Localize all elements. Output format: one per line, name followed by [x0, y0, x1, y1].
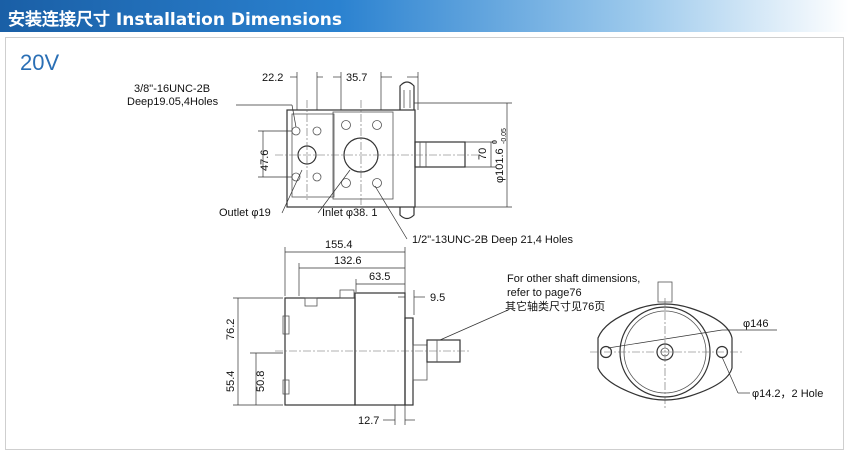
- note-line3: 其它轴类尺寸见76页: [505, 299, 605, 313]
- note-line1: For other shaft dimensions,: [507, 273, 640, 285]
- pump-body-outline: [286, 109, 416, 208]
- inlet-label: Inlet φ38. 1: [322, 207, 377, 219]
- thread-top-line2: Deep19.05,4Holes: [127, 96, 219, 108]
- thread-bottom-label: 1/2"-13UNC-2B Deep 21,4 Holes: [412, 234, 574, 246]
- note-line2: refer to page76: [507, 287, 582, 299]
- section-title: 安装连接尺寸 Installation Dimensions: [8, 10, 342, 30]
- dim-22-2: 22.2: [262, 72, 283, 84]
- dim-12-7: 12.7: [358, 415, 379, 427]
- dim-50-8: 50.8: [255, 371, 267, 392]
- side-view: [233, 247, 509, 425]
- dim-55-4: 55.4: [225, 371, 237, 392]
- pump-side-body: [284, 297, 356, 406]
- drawing-frame: [5, 37, 844, 450]
- dim-47-6: 47.6: [259, 150, 271, 171]
- dim-132-6: 132.6: [334, 255, 362, 267]
- dim-146: φ146: [743, 318, 769, 330]
- tol-lower: -0.05: [501, 128, 508, 144]
- dim-holes: φ14.2，2 Hole: [752, 388, 823, 400]
- top-view: [236, 72, 512, 240]
- dim-9-5: 9.5: [430, 292, 445, 304]
- dim-101-6: φ101.6: [494, 148, 506, 183]
- dim-35-7: 35.7: [346, 72, 367, 84]
- flange-view: [590, 281, 777, 408]
- outlet-label: Outlet φ19: [219, 207, 271, 219]
- dim-76-2: 76.2: [225, 319, 237, 340]
- model-label: 20V: [20, 50, 60, 75]
- dim-63-5: 63.5: [369, 271, 390, 283]
- flange-outline: [597, 303, 733, 401]
- dim-155-4: 155.4: [325, 239, 353, 251]
- tol-upper: 0: [492, 140, 499, 144]
- section-header-bar: 安装连接尺寸 Installation Dimensions: [0, 0, 849, 32]
- dim-70: 70: [477, 148, 489, 160]
- thread-top-line1: 3/8"-16UNC-2B: [134, 83, 210, 95]
